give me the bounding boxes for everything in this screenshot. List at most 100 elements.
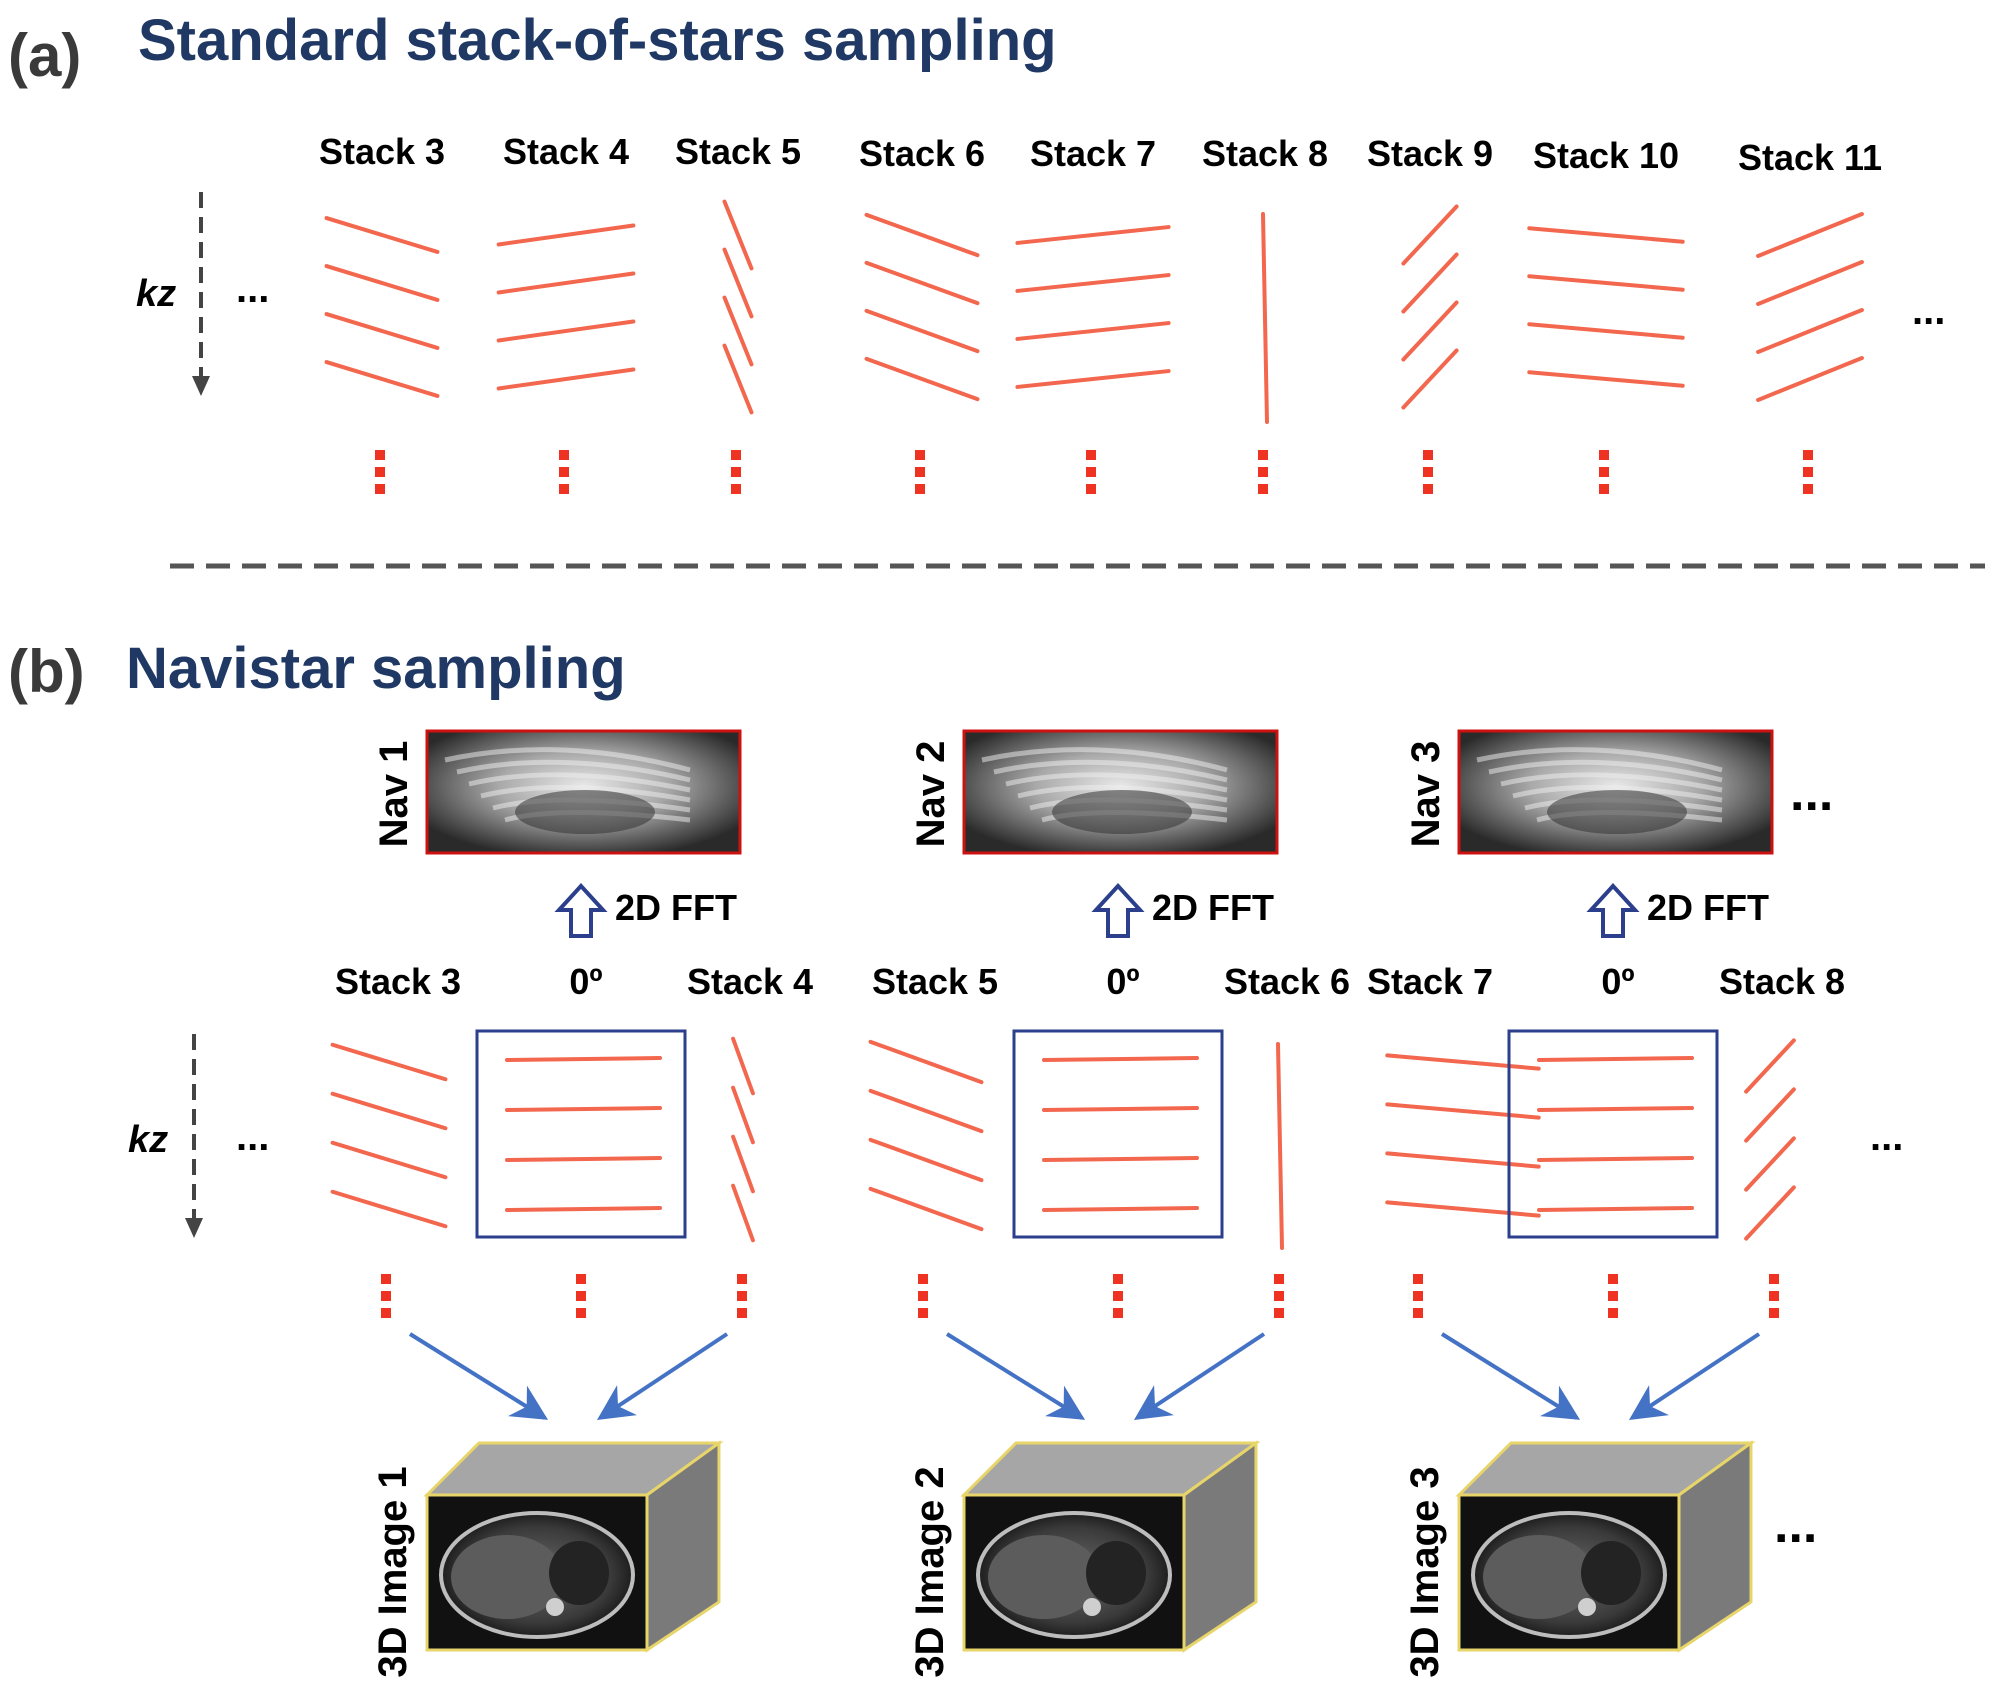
cube-volume-icon [423, 1440, 724, 1653]
spoke-line [1756, 308, 1864, 354]
continuation-dots [1803, 450, 1813, 494]
continuation-dots [1413, 1274, 1423, 1318]
continuation-dots [1608, 1274, 1618, 1318]
continuation-dot [1599, 450, 1609, 460]
continuation-dot [731, 467, 741, 477]
spoke-line [731, 1085, 755, 1145]
stack-a-3: Stack 5 [675, 131, 801, 494]
continuation-dot [737, 1308, 747, 1318]
panel-b: (b) Navistar sampling kz ... ... ... ...… [8, 636, 1903, 1678]
continuation-dots [381, 1274, 391, 1318]
stack-label: Stack 6 [1224, 961, 1350, 1002]
continuation-dots [375, 450, 385, 494]
panel-a-title: Standard stack-of-stars sampling [138, 8, 1057, 73]
merge-arrow [596, 1332, 729, 1420]
continuation-dot [1803, 450, 1813, 460]
continuation-dot [1274, 1274, 1284, 1284]
spoke-stack [1527, 226, 1685, 388]
continuation-dot [1769, 1308, 1779, 1318]
stack-label: Stack 11 [1738, 137, 1882, 178]
spoke-line [1744, 1136, 1796, 1192]
nav-label: Nav 1 [372, 741, 416, 848]
continuation-dot [559, 484, 569, 494]
spoke-line [864, 308, 980, 354]
continuation-dots [1769, 1274, 1779, 1318]
image-label: 3D Image 3 [1403, 1466, 1447, 1677]
zero-degree-label: 0º [569, 961, 602, 1002]
continuation-dot [1413, 1308, 1423, 1318]
spoke-line [330, 1091, 448, 1131]
stack-a-2: Stack 4 [496, 131, 636, 494]
spoke-line [864, 356, 980, 402]
zero-degree-stack [475, 1029, 687, 1239]
spoke-line [722, 199, 754, 271]
stack-a-9: Stack 11 [1738, 137, 1882, 494]
spoke-stack [868, 1039, 984, 1232]
navigator-thumbnail-icon [1457, 729, 1774, 855]
continuation-dot [1608, 1291, 1618, 1301]
image-label: 3D Image 1 [371, 1466, 415, 1677]
panel-b-title: Navistar sampling [126, 636, 626, 701]
continuation-dot [1423, 450, 1433, 460]
spoke-line [1042, 1106, 1199, 1112]
continuation-dot [737, 1274, 747, 1284]
stack-label: Stack 5 [872, 961, 998, 1002]
spoke-line [496, 319, 636, 343]
continuation-dots [1423, 450, 1433, 494]
continuation-dot [559, 450, 569, 460]
spoke-line [1756, 356, 1864, 402]
spoke-line [1756, 212, 1864, 258]
continuation-dots [559, 450, 569, 494]
spoke-line [1756, 260, 1864, 306]
spoke-line [330, 1189, 448, 1229]
panel-a-kz-arrow-icon [192, 192, 210, 396]
spoke-line [1744, 1185, 1796, 1241]
stack-label: Stack 8 [1719, 961, 1845, 1002]
spoke-line [324, 360, 440, 398]
panel-b-ellipsis-left: ... [236, 1115, 269, 1159]
spoke-line [324, 216, 440, 254]
spoke-line [1276, 1042, 1284, 1250]
spoke-line [1527, 370, 1685, 388]
continuation-dot [1113, 1274, 1123, 1284]
continuation-dot [576, 1308, 586, 1318]
fft-label: 2D FFT [615, 887, 737, 928]
continuation-dots [737, 1274, 747, 1318]
spoke-line [864, 260, 980, 306]
spoke-line [864, 212, 980, 258]
stack-label: Stack 3 [319, 131, 445, 172]
spoke-line [731, 1036, 755, 1096]
spoke-line [1042, 1156, 1199, 1162]
merge-arrow [1628, 1332, 1761, 1420]
spoke-line [1527, 322, 1685, 340]
continuation-dot [1258, 467, 1268, 477]
continuation-dot [375, 450, 385, 460]
spoke-stack [1015, 225, 1171, 389]
nav-label: Nav 3 [1404, 741, 1448, 848]
spoke-line [324, 312, 440, 350]
continuation-dot [1599, 484, 1609, 494]
continuation-dot [1258, 484, 1268, 494]
spoke-line [731, 1134, 755, 1194]
spoke-line [1537, 1106, 1694, 1112]
stack-label: Stack 8 [1202, 133, 1328, 174]
hollow-up-arrow-icon [1091, 883, 1145, 938]
navigator-thumbnail-icon [425, 729, 742, 855]
spoke-line [722, 247, 754, 319]
continuation-dot [1274, 1291, 1284, 1301]
spoke-stack [324, 216, 440, 398]
stack-label: Stack 7 [1030, 133, 1156, 174]
image-label: 3D Image 2 [908, 1466, 952, 1677]
panel-a-kz-label: kz [136, 273, 176, 315]
spoke-line [1385, 1151, 1541, 1169]
continuation-dot [1113, 1308, 1123, 1318]
stack-label: Stack 7 [1367, 961, 1493, 1002]
continuation-dots [918, 1274, 928, 1318]
continuation-dot [381, 1308, 391, 1318]
continuation-dot [1803, 484, 1813, 494]
spoke-line [330, 1140, 448, 1180]
